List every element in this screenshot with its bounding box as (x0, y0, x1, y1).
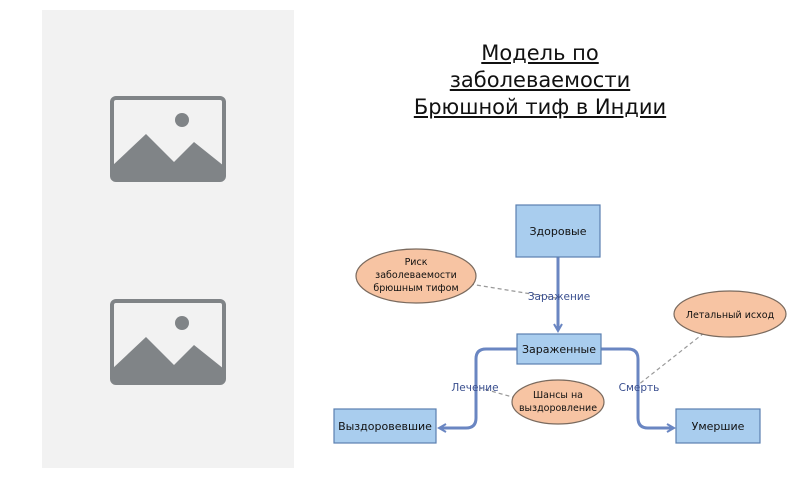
image-placeholder-bottom (42, 213, 294, 468)
link-chance-to-treatment (479, 387, 517, 399)
image-placeholder-icon (110, 299, 226, 385)
factor-risk-line-3: брюшным тифом (373, 283, 458, 294)
stock-dead[interactable]: Умершие (675, 408, 761, 444)
stock-recovered[interactable]: Выздоровевшие (333, 408, 437, 444)
flow-infection-label: Заражение (528, 291, 590, 303)
factor-fatal-outcome-label: Летальный исход (686, 310, 775, 321)
flow-treatment-label: Лечение (451, 382, 498, 394)
stock-healthy-label: Здоровые (529, 225, 586, 238)
factor-recovery-chance-line-1: Шансы на (533, 390, 583, 401)
stock-infected[interactable]: Зараженные (516, 333, 602, 365)
factor-risk-line-1: Риск (405, 257, 428, 268)
link-risk-to-infection (469, 283, 557, 299)
image-placeholder-icon (110, 96, 226, 182)
flow-death (601, 347, 673, 428)
factor-risk[interactable]: Риск заболеваемости брюшным тифом (355, 248, 477, 304)
flow-treatment (440, 347, 517, 428)
stock-dead-label: Умершие (692, 420, 745, 433)
factor-recovery-chance[interactable]: Шансы на выздоровление (511, 379, 605, 425)
factor-risk-line-2: заболеваемости (375, 270, 457, 281)
link-fatal-to-death (637, 332, 705, 386)
stock-healthy[interactable]: Здоровые (515, 204, 601, 258)
stock-recovered-label: Выздоровевшие (338, 420, 432, 433)
stock-infected-label: Зараженные (522, 343, 596, 356)
factor-fatal-outcome[interactable]: Летальный исход (673, 290, 787, 338)
flow-death-label: Смерть (619, 382, 660, 394)
factor-recovery-chance-line-2: выздоровление (519, 403, 597, 414)
slide-title: Модель по заболеваемости Брюшной тиф в И… (413, 41, 667, 119)
